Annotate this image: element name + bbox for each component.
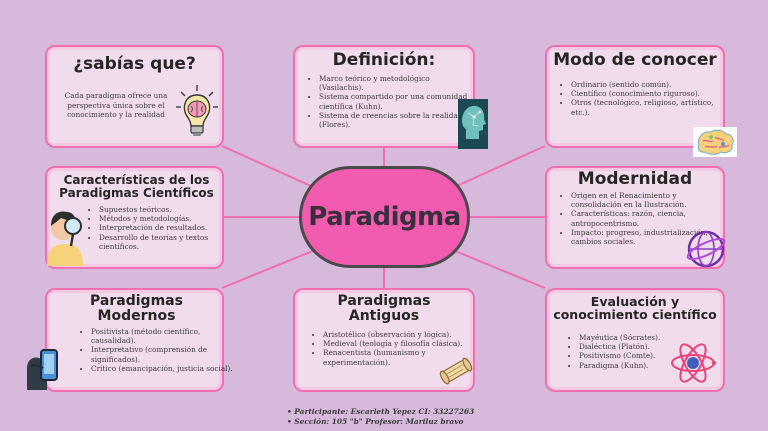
brain-lightbulb-icon xyxy=(176,85,218,136)
modernos-list: Positivista (método científico, causalid… xyxy=(77,327,237,373)
modo-list: Ordinario (sentido común). Científico (c… xyxy=(557,80,719,117)
list-item: Supuestos teóricos. xyxy=(99,205,239,214)
scroll-icon xyxy=(439,357,473,385)
antiguos-list: Aristotélico (observación y lógica). Med… xyxy=(309,330,489,367)
list-item: Positivista (método científico, causalid… xyxy=(91,327,237,345)
digital-head-icon xyxy=(458,99,488,149)
modernidad-list: Origen en el Renacimiento y consolidació… xyxy=(557,191,727,246)
central-title: Paradigma xyxy=(308,202,461,232)
card-definicion: Definición: Marco teórico y metodológico… xyxy=(293,45,488,149)
list-item: Métodos y metodologías. xyxy=(99,214,239,223)
sabias-text: Cada paradigma ofrece una perspectiva ún… xyxy=(64,91,168,120)
evaluacion-list: Mayéutica (Sócrates). Dialéctica (Platón… xyxy=(565,333,689,370)
link-sabias xyxy=(221,145,321,191)
footer-section-text: Sección: 105 "b" Profesor: Mariluz bravo xyxy=(294,417,464,426)
sabias-title: ¿sabías que? xyxy=(73,54,196,74)
list-item: Sistema compartido por una comunidad cie… xyxy=(319,92,469,110)
central-node: Paradigma xyxy=(299,166,470,268)
card-modernos: Paradigmas Modernos Positivista (método … xyxy=(27,288,233,392)
list-item: Ordinario (sentido común). xyxy=(571,80,719,89)
footer-participant: • Participante: Escarleth Yepez CI: 3322… xyxy=(287,407,475,416)
evaluacion-title: Evaluación y conocimiento científico xyxy=(553,294,717,323)
list-item: Mayéutica (Sócrates). xyxy=(579,333,689,342)
link-modo xyxy=(447,145,546,191)
footer-section: • Sección: 105 "b" Profesor: Mariluz bra… xyxy=(287,417,464,426)
link-evaluacion xyxy=(447,247,546,289)
list-item: Renacentista (humanismo y experimentació… xyxy=(323,348,489,366)
footer-participant-text: Participante: Escarleth Yepez CI: 332272… xyxy=(294,407,475,416)
footer-credits: • Participante: Escarleth Yepez CI: 3322… xyxy=(287,407,474,427)
list-item: Impacto: progreso, industrialización, ca… xyxy=(571,228,727,246)
list-item: Crítico (emancipación, justicia social). xyxy=(91,364,237,373)
card-sabias: ¿sabías que? Cada paradigma ofrece una p… xyxy=(45,45,224,148)
list-item: Otros (tecnológico, religioso, artístico… xyxy=(571,98,719,116)
hand-phone-icon xyxy=(27,349,58,390)
card-modo: Modo de conocer Ordinario (sentido común… xyxy=(545,45,737,157)
modernidad-title: Modernidad xyxy=(577,169,693,189)
caracteristicas-list: Supuestos teóricos. Métodos y metodologí… xyxy=(85,205,239,251)
list-item: Sistema de creencias sobre la realidad (… xyxy=(319,111,469,129)
card-antiguos: Paradigmas Antiguos Aristotélico (observ… xyxy=(293,288,475,392)
globe-icon xyxy=(686,230,726,268)
list-item: Paradigma (Kuhn). xyxy=(579,361,689,370)
definicion-list: Marco teórico y metodológico (Vasilachis… xyxy=(305,74,469,129)
list-item: Desarrollo de teorías y textos científic… xyxy=(99,233,239,251)
card-caracteristicas: Características de los Paradigmas Cientí… xyxy=(45,166,224,269)
atom-icon xyxy=(671,343,716,383)
card-evaluacion: Evaluación y conocimiento científico May… xyxy=(545,288,725,392)
caracteristicas-title: Características de los Paradigmas Cientí… xyxy=(59,173,214,200)
list-item: Científico (conocimiento riguroso). xyxy=(571,89,719,98)
list-item: Origen en el Renacimiento y consolidació… xyxy=(571,191,727,209)
list-item: Aristotélico (observación y lógica). xyxy=(323,330,489,339)
list-item: Positivismo (Comte). xyxy=(579,351,689,360)
person-magnifier-icon xyxy=(47,211,83,266)
antiguos-title: Paradigmas Antiguos xyxy=(337,293,431,324)
link-modernos xyxy=(221,247,321,289)
list-item: Medieval (teología y filosofía clásica). xyxy=(323,339,489,348)
list-item: Características: razón, ciencia, antropo… xyxy=(571,209,727,227)
colorful-brain-icon xyxy=(693,127,737,157)
card-modernidad: Modernidad Origen en el Renacimiento y c… xyxy=(545,166,727,269)
modo-title: Modo de conocer xyxy=(553,50,717,70)
list-item: Interpretativo (comprensión de significa… xyxy=(91,345,237,363)
list-item: Dialéctica (Platón). xyxy=(579,342,689,351)
list-item: Interpretación de resultados. xyxy=(99,223,239,232)
modernos-title: Paradigmas Modernos xyxy=(90,293,183,324)
definicion-title: Definición: xyxy=(332,50,436,70)
list-item: Marco teórico y metodológico (Vasilachis… xyxy=(319,74,469,92)
